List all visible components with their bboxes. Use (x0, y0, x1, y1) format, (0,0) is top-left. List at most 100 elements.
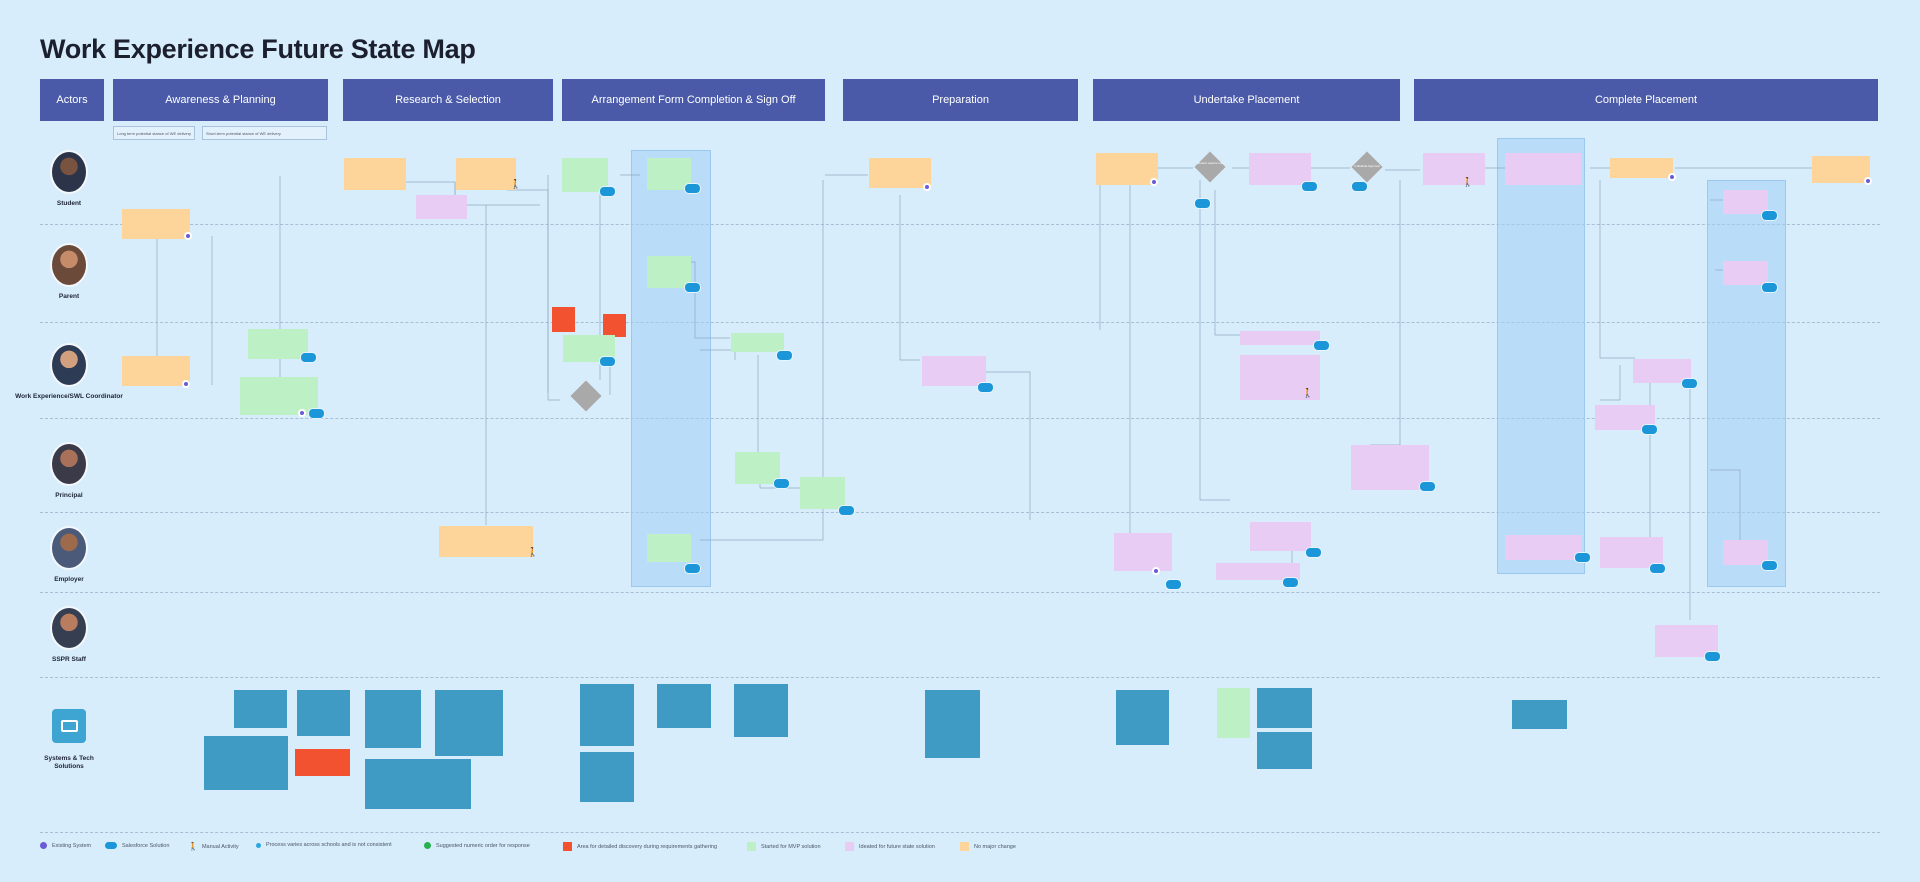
process-card[interactable] (800, 477, 845, 509)
process-card[interactable] (456, 158, 516, 190)
avatar (50, 243, 88, 287)
process-card[interactable] (1723, 540, 1768, 565)
actor-name: Systems & Tech Solutions (44, 755, 94, 770)
salesforce-icon (838, 505, 855, 516)
process-card[interactable] (1610, 158, 1673, 178)
process-card[interactable] (1423, 153, 1485, 185)
salesforce-icon (684, 563, 701, 574)
salesforce-icon (1761, 210, 1778, 221)
legend-label: Manual Activity (201, 843, 239, 850)
process-card[interactable] (735, 452, 780, 484)
system-note (365, 690, 421, 748)
legend-label: Area for detailed discovery during requi… (577, 843, 718, 850)
lane-divider (40, 592, 1880, 593)
process-card[interactable] (344, 158, 406, 190)
legend-label: No major change (974, 843, 1016, 850)
process-card[interactable] (922, 356, 986, 386)
process-card[interactable] (1505, 535, 1581, 560)
completion-band (1497, 138, 1585, 574)
legend-purple: Ideated for future state solution (845, 842, 935, 851)
legend-orange: No major change (960, 842, 1016, 851)
actor-employer: Employer (4, 526, 134, 584)
legend-salesforce: Salesforce Solution (105, 842, 169, 849)
process-card[interactable] (1240, 331, 1320, 345)
manual-activity-icon: 🚶 (1302, 388, 1314, 398)
salesforce-icon (773, 478, 790, 489)
system-note (580, 684, 634, 746)
existing-system-icon (1668, 173, 1676, 181)
process-card[interactable] (248, 329, 308, 359)
process-card[interactable] (1249, 153, 1311, 185)
actor-principal: Principal (4, 442, 134, 500)
phase-complete-placement: Complete Placement (1414, 79, 1878, 121)
process-card[interactable] (122, 356, 190, 386)
system-note (1116, 690, 1169, 745)
salesforce-icon (1194, 198, 1211, 209)
legend-red: Area for detailed discovery during requi… (563, 842, 717, 851)
lane-divider (40, 677, 1880, 678)
legend-label: Ideated for future state solution (859, 843, 935, 850)
actor-coordinator: Work Experience/SWL Coordinator (4, 343, 134, 401)
actor-name: Student (56, 200, 82, 207)
legend-label: Process varies across schools and is not… (266, 842, 392, 848)
legend-manual: 🚶 Manual Activity (188, 842, 239, 851)
existing-system-icon (182, 380, 190, 388)
legend-varies: Process varies across schools and is not… (256, 842, 392, 848)
salesforce-icon (1165, 579, 1182, 590)
salesforce-icon (1305, 547, 1322, 558)
process-card[interactable] (1216, 563, 1300, 580)
salesforce-icon (1704, 651, 1721, 662)
subheader-long-term: Long term potential stance of WE deliver… (113, 126, 195, 140)
process-card[interactable] (1505, 153, 1581, 185)
actor-name: SSPR Staff (52, 656, 86, 663)
avatar (50, 526, 88, 570)
system-note (295, 749, 350, 776)
process-card[interactable] (552, 307, 575, 332)
process-card[interactable] (1723, 261, 1768, 285)
process-card[interactable] (1114, 533, 1172, 571)
system-note (365, 759, 471, 809)
process-card[interactable] (731, 333, 784, 352)
process-card[interactable] (1351, 445, 1429, 490)
system-note (1217, 688, 1250, 738)
process-card[interactable] (439, 526, 533, 557)
existing-system-icon (1152, 567, 1160, 575)
process-card[interactable] (647, 534, 691, 562)
process-card[interactable] (1240, 355, 1320, 400)
process-card[interactable] (1250, 522, 1311, 551)
phase-awareness-planning: Awareness & Planning (113, 79, 328, 121)
process-card[interactable] (603, 314, 626, 337)
system-note (1257, 688, 1312, 728)
salesforce-icon (1641, 424, 1658, 435)
process-card[interactable] (1723, 190, 1768, 214)
salesforce-icon (1301, 181, 1318, 192)
process-card[interactable] (122, 209, 190, 239)
process-card[interactable] (1600, 537, 1663, 568)
salesforce-icon (1574, 552, 1591, 563)
salesforce-icon (1761, 282, 1778, 293)
salesforce-icon (1681, 378, 1698, 389)
existing-system-icon (184, 232, 192, 240)
system-note (657, 684, 711, 728)
lane-divider (40, 512, 1880, 513)
process-card[interactable] (869, 158, 931, 188)
suggested-icon (424, 842, 431, 849)
existing-system-icon (1150, 178, 1158, 186)
legend-label: Started for MVP solution (761, 843, 821, 850)
page-title: Work Experience Future State Map (40, 34, 476, 64)
existing-system-icon (298, 409, 306, 417)
process-card[interactable] (1812, 156, 1870, 183)
process-card[interactable] (416, 195, 467, 219)
process-card[interactable] (240, 377, 318, 415)
system-note (580, 752, 634, 802)
subheader-short-term: Short-term potential stance of WE delive… (202, 126, 327, 140)
system-note (204, 736, 288, 790)
process-card[interactable] (647, 158, 691, 190)
legend-label: Salesforce Solution (122, 842, 170, 849)
legend-existing-system: Existing System (40, 842, 91, 849)
process-card[interactable] (647, 256, 691, 288)
lane-divider (40, 832, 1880, 833)
system-note (734, 684, 788, 737)
process-card[interactable] (1096, 153, 1158, 185)
phase-undertake-placement: Undertake Placement (1093, 79, 1400, 121)
